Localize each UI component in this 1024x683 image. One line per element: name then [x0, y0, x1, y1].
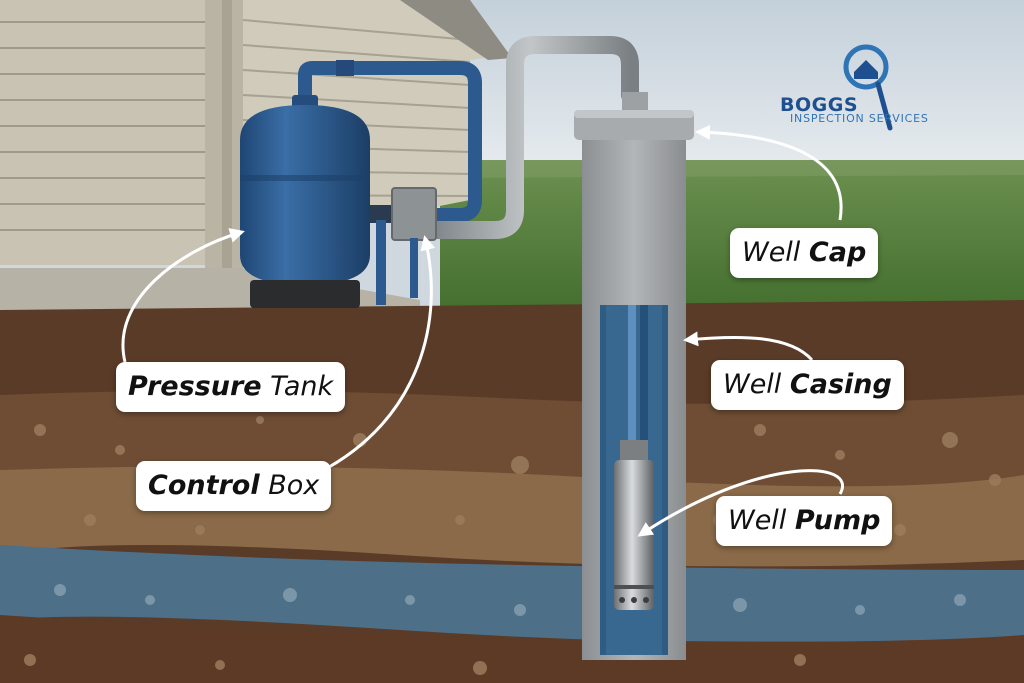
- bedrock-soil: [0, 615, 1024, 683]
- logo-name: BOGGS: [780, 94, 859, 116]
- callout-arrows: [121, 124, 844, 537]
- label-pressure-tank-bold: Pressure: [128, 371, 262, 402]
- label-well-casing-bold: Casing: [789, 369, 892, 400]
- logo-subtitle: INSPECTION SERVICES: [790, 112, 929, 125]
- label-well-pump-bold: Pump: [794, 505, 881, 536]
- label-well-casing: Well Casing: [711, 360, 904, 410]
- magnifier-house-icon: [843, 44, 893, 131]
- well-discharge-pipe: [421, 36, 639, 239]
- label-well-cap-bold: Cap: [808, 237, 867, 268]
- house-wall-left: [0, 0, 210, 265]
- label-control-box: Control Box: [136, 461, 332, 511]
- label-well-pump: Well Pump: [716, 496, 893, 546]
- label-pressure-tank-text: Tank: [270, 371, 334, 402]
- label-control-box-text: Box: [268, 470, 320, 501]
- arrow-pressure-tank: [121, 228, 245, 363]
- label-well-casing-text: Well: [723, 369, 782, 400]
- brand-logo: BOGGS INSPECTION SERVICES: [778, 42, 968, 132]
- well-cap: [574, 92, 694, 140]
- supply-pipe: [298, 61, 482, 222]
- label-well-pump-text: Well: [728, 505, 787, 536]
- aquifer-layer: [0, 545, 1024, 644]
- label-pressure-tank: Pressure Tank: [116, 362, 346, 412]
- well-pump: [614, 440, 654, 610]
- arrow-well-casing: [683, 331, 814, 362]
- arrow-well-cap: [695, 124, 843, 221]
- label-control-box-bold: Control: [148, 470, 260, 501]
- label-well-cap-text: Well: [742, 237, 801, 268]
- arrow-control-box: [319, 235, 436, 474]
- arrow-well-pump: [637, 469, 844, 537]
- label-well-cap: Well Cap: [730, 228, 879, 278]
- pressure-tank: [240, 95, 370, 308]
- control-box: [370, 187, 437, 305]
- pebbles: [24, 416, 1001, 675]
